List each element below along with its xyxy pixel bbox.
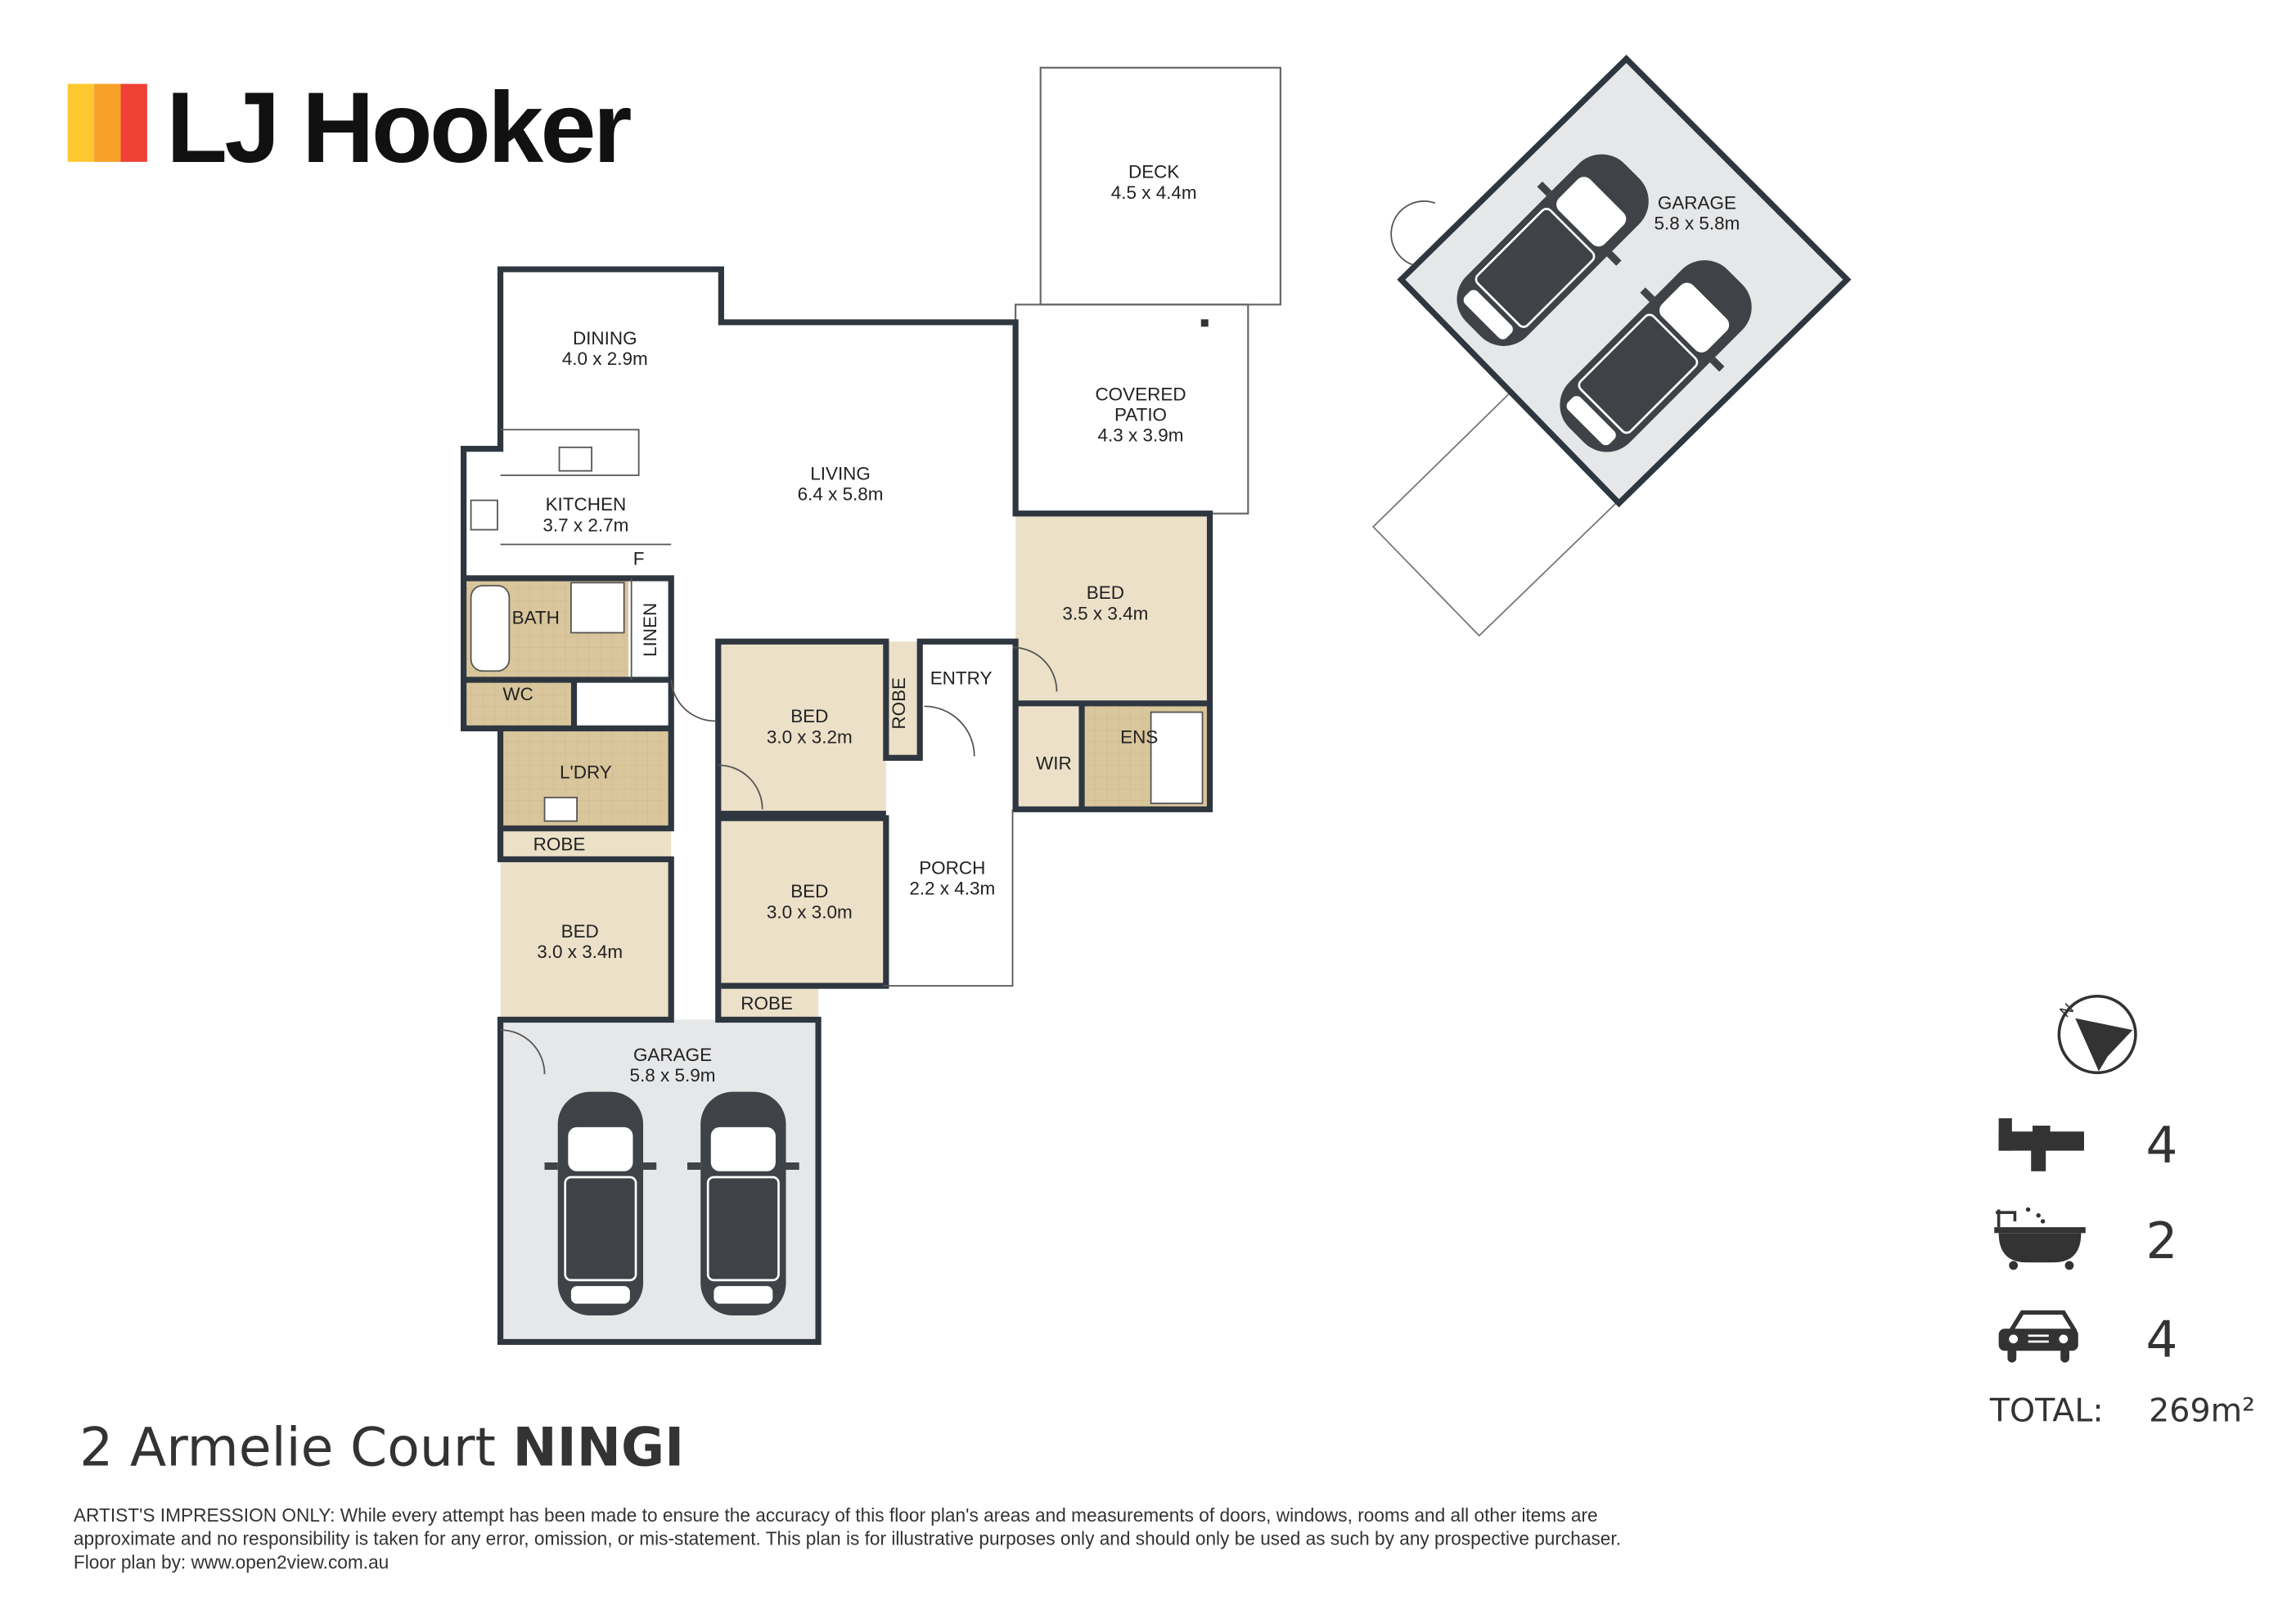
- room-name: BED: [561, 921, 599, 942]
- car-front-icon: [1998, 1310, 2078, 1363]
- wc-label: WC: [502, 684, 533, 704]
- bathroom-count: 2: [2146, 1212, 2178, 1270]
- room-name: KITCHEN: [546, 494, 627, 515]
- room-name: BED: [1087, 582, 1124, 603]
- linen-label: LINEN: [640, 603, 660, 657]
- room-dims: 3.5 x 3.4m: [1062, 603, 1148, 623]
- entry-label: ENTRY: [930, 668, 993, 688]
- shower: [1150, 711, 1204, 805]
- car-count: 4: [2146, 1311, 2178, 1369]
- room-dims: 2.2 x 4.3m: [909, 879, 995, 899]
- room-fills: [463, 513, 1210, 1342]
- address-street: 2 Armelie Court: [79, 1418, 496, 1479]
- room-dims: 5.8 x 5.9m: [630, 1065, 716, 1086]
- room-dims: 5.8 x 5.8m: [1654, 214, 1740, 234]
- detached-garage: [1371, 54, 1852, 637]
- room-name: COVERED: [1095, 384, 1186, 404]
- room-name: DECK: [1128, 162, 1179, 182]
- room-dims: 3.0 x 3.4m: [537, 942, 623, 962]
- room-name: DINING: [573, 328, 637, 348]
- room-dims: 3.0 x 3.2m: [767, 726, 853, 747]
- wir-label: WIR: [1036, 753, 1072, 774]
- laundry-tub: [543, 797, 578, 822]
- address-suburb: NINGI: [512, 1418, 684, 1479]
- ens-label: ENS: [1120, 726, 1158, 747]
- car-icon: [543, 1090, 658, 1317]
- robe-label: ROBE: [741, 993, 793, 1014]
- room-name: LIVING: [810, 463, 871, 483]
- room-name: GARAGE: [633, 1045, 712, 1065]
- room-dims: 6.4 x 5.8m: [798, 484, 884, 505]
- room-dims: 3.7 x 2.7m: [542, 515, 628, 535]
- disclaimer-line: approximate and no responsibility is tak…: [74, 1528, 1621, 1549]
- fridge-label: F: [633, 549, 645, 569]
- logo-bar-orange: [94, 83, 121, 162]
- total-label: TOTAL:: [1989, 1392, 2104, 1430]
- laundry-label: L'DRY: [560, 762, 612, 783]
- patio-post: [1200, 319, 1209, 327]
- logo-bar-yellow: [67, 83, 95, 162]
- compass-icon: N: [2056, 994, 2137, 1075]
- room-dims: 3.0 x 3.0m: [767, 901, 853, 922]
- bath-icon: [1994, 1207, 2086, 1270]
- robe-label: ROBE: [533, 834, 586, 855]
- room-name: GARAGE: [1658, 192, 1736, 213]
- room-name: BED: [790, 706, 828, 726]
- bath-label: BATH: [512, 608, 560, 628]
- room-name: PATIO: [1114, 404, 1167, 425]
- lj-hooker-logo: LJ Hooker: [67, 71, 634, 183]
- disclaimer-line: ARTIST'S IMPRESSION ONLY: While every at…: [74, 1504, 1598, 1526]
- robe-label: ROBE: [889, 677, 909, 730]
- room-labels: DECK 4.5 x 4.4m GARAGE 5.8 x 5.8m DINING…: [502, 162, 1740, 1086]
- total-area: 269m²: [2149, 1392, 2255, 1430]
- car-icon: [686, 1090, 801, 1317]
- door-swing: [1390, 200, 1436, 266]
- room-dims: 4.5 x 4.4m: [1111, 182, 1197, 203]
- garage-outline: [1397, 54, 1852, 508]
- walls: [460, 266, 1213, 1346]
- bed-icon: [1998, 1118, 2084, 1171]
- bedroom-count: 4: [2146, 1117, 2178, 1175]
- room-dims: 4.3 x 3.9m: [1098, 425, 1184, 446]
- room-dims: 4.0 x 2.9m: [562, 348, 648, 369]
- logo-text: LJ Hooker: [166, 71, 631, 183]
- cooktop: [470, 499, 498, 531]
- shower: [570, 582, 625, 634]
- kitchen-sink: [558, 446, 592, 472]
- floor-plan-credit: Floor plan by: www.open2view.com.au: [74, 1551, 389, 1572]
- bathtub: [470, 584, 511, 672]
- logo-bar-red: [120, 83, 147, 162]
- room-name: BED: [790, 881, 828, 901]
- room-name: PORCH: [919, 857, 985, 878]
- property-address: 2 Armelie Court NINGI: [79, 1418, 684, 1479]
